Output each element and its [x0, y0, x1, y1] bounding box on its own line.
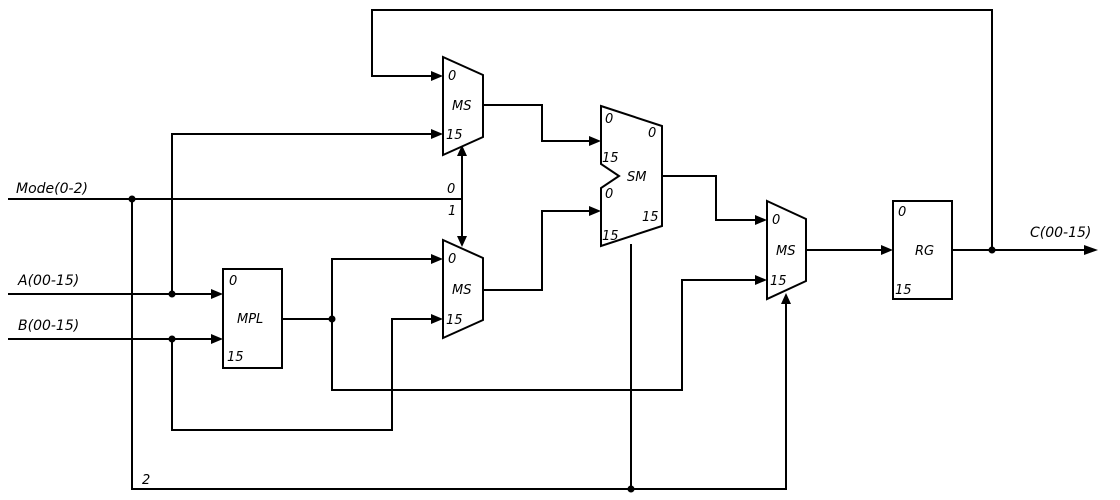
- ms-top-name: MS: [452, 99, 471, 114]
- rg-in0-label: 0: [898, 205, 906, 220]
- arrow-ms-top-in15: [431, 129, 443, 139]
- mpl-block: 0 MPL 15: [222, 268, 283, 369]
- sm-block: 0 0 15 SM 0 15 15: [600, 104, 663, 248]
- arrow-mpl-in15: [211, 334, 223, 344]
- a-label: A(00-15): [17, 273, 79, 289]
- junctions: [128, 195, 996, 493]
- arrow-sm-in-top: [589, 136, 601, 146]
- ms-top-block: 0 MS 15: [442, 55, 484, 157]
- ms-mid-name: MS: [452, 283, 471, 298]
- wire-feedback: [371, 9, 993, 250]
- ms-top-in0-label: 0: [448, 69, 456, 84]
- sm-in3-label: 15: [602, 229, 619, 244]
- mpl-name: MPL: [237, 312, 263, 327]
- ms-out-name: MS: [776, 244, 795, 259]
- junction-output: [988, 246, 996, 254]
- arrow-select-ms-top: [457, 145, 467, 156]
- ms-mid-in1-label: 15: [446, 313, 463, 328]
- mode-bit1-label: 1: [448, 204, 456, 219]
- sm-out0-label: 0: [648, 126, 656, 141]
- mpl-shape: [222, 268, 283, 369]
- rg-in1-label: 15: [895, 283, 912, 298]
- junction-mpl-out: [328, 315, 336, 323]
- ms-top-in1-label: 15: [446, 128, 463, 143]
- mode-label: Mode(0-2): [16, 181, 88, 197]
- arrow-ms-top-in0: [431, 71, 443, 81]
- arrow-ms-mid-in15: [431, 314, 443, 324]
- wire-mode-bit2: [131, 199, 787, 490]
- junction-a: [168, 290, 176, 298]
- arrow-select-ms-out: [781, 293, 791, 304]
- ms-mid-in0-label: 0: [448, 252, 456, 267]
- junction-b: [168, 335, 176, 343]
- arrow-select-ms-mid: [457, 236, 467, 247]
- sm-in0-label: 0: [605, 112, 613, 127]
- mpl-in0-label: 0: [229, 274, 237, 289]
- mpl-in1-label: 15: [227, 350, 244, 365]
- arrow-mpl-in0: [211, 289, 223, 299]
- arrow-rg-in: [881, 245, 893, 255]
- arrow-output: [1084, 245, 1098, 255]
- ms-mid-block: 0 MS 15: [442, 238, 484, 340]
- b-label: B(00-15): [18, 318, 79, 334]
- wire-mpl-to-ms-out: [331, 279, 756, 391]
- sm-in2-label: 15: [602, 151, 619, 166]
- mode-bit2-label: 2: [142, 473, 150, 488]
- sm-name: SM: [627, 170, 646, 185]
- arrow-sm-in-bot: [589, 206, 601, 216]
- junction-rail: [627, 485, 635, 493]
- arrow-ms-mid-in0: [431, 254, 443, 264]
- ms-mid-shape: [442, 238, 484, 340]
- wire-mpl-to-ms-mid: [331, 258, 432, 319]
- rg-shape: [892, 200, 953, 300]
- ms-out-shape: [766, 199, 807, 301]
- rg-block: 0 RG 15: [892, 200, 953, 300]
- ms-out-block: 0 MS 15: [766, 199, 807, 301]
- arrowheads: [211, 71, 1098, 344]
- wire-ms-top-to-sm: [483, 104, 590, 142]
- wire-ms-mid-to-sm: [483, 210, 590, 291]
- mode-bit0-label: 0: [447, 182, 455, 197]
- wire-b-to-ms-mid: [171, 318, 432, 431]
- junction-mode: [128, 195, 136, 203]
- wires: [8, 9, 1090, 490]
- sm-shape: [600, 104, 663, 248]
- ms-top-shape: [442, 55, 484, 157]
- arrow-ms-out-in15: [755, 275, 767, 285]
- rg-name: RG: [915, 244, 934, 259]
- sm-in1-label: 0: [605, 187, 613, 202]
- sm-out15-label: 15: [642, 210, 659, 225]
- c-label: C(00-15): [1030, 225, 1091, 241]
- ms-out-in1-label: 15: [770, 274, 787, 289]
- arrow-ms-out-in0: [755, 215, 767, 225]
- wire-sm-to-ms-out: [662, 175, 756, 221]
- signal-labels: Mode(0-2) A(00-15) B(00-15) C(00-15) 0 1…: [16, 181, 1091, 488]
- ms-out-in0-label: 0: [772, 213, 780, 228]
- wire-a-to-ms-top: [171, 133, 432, 294]
